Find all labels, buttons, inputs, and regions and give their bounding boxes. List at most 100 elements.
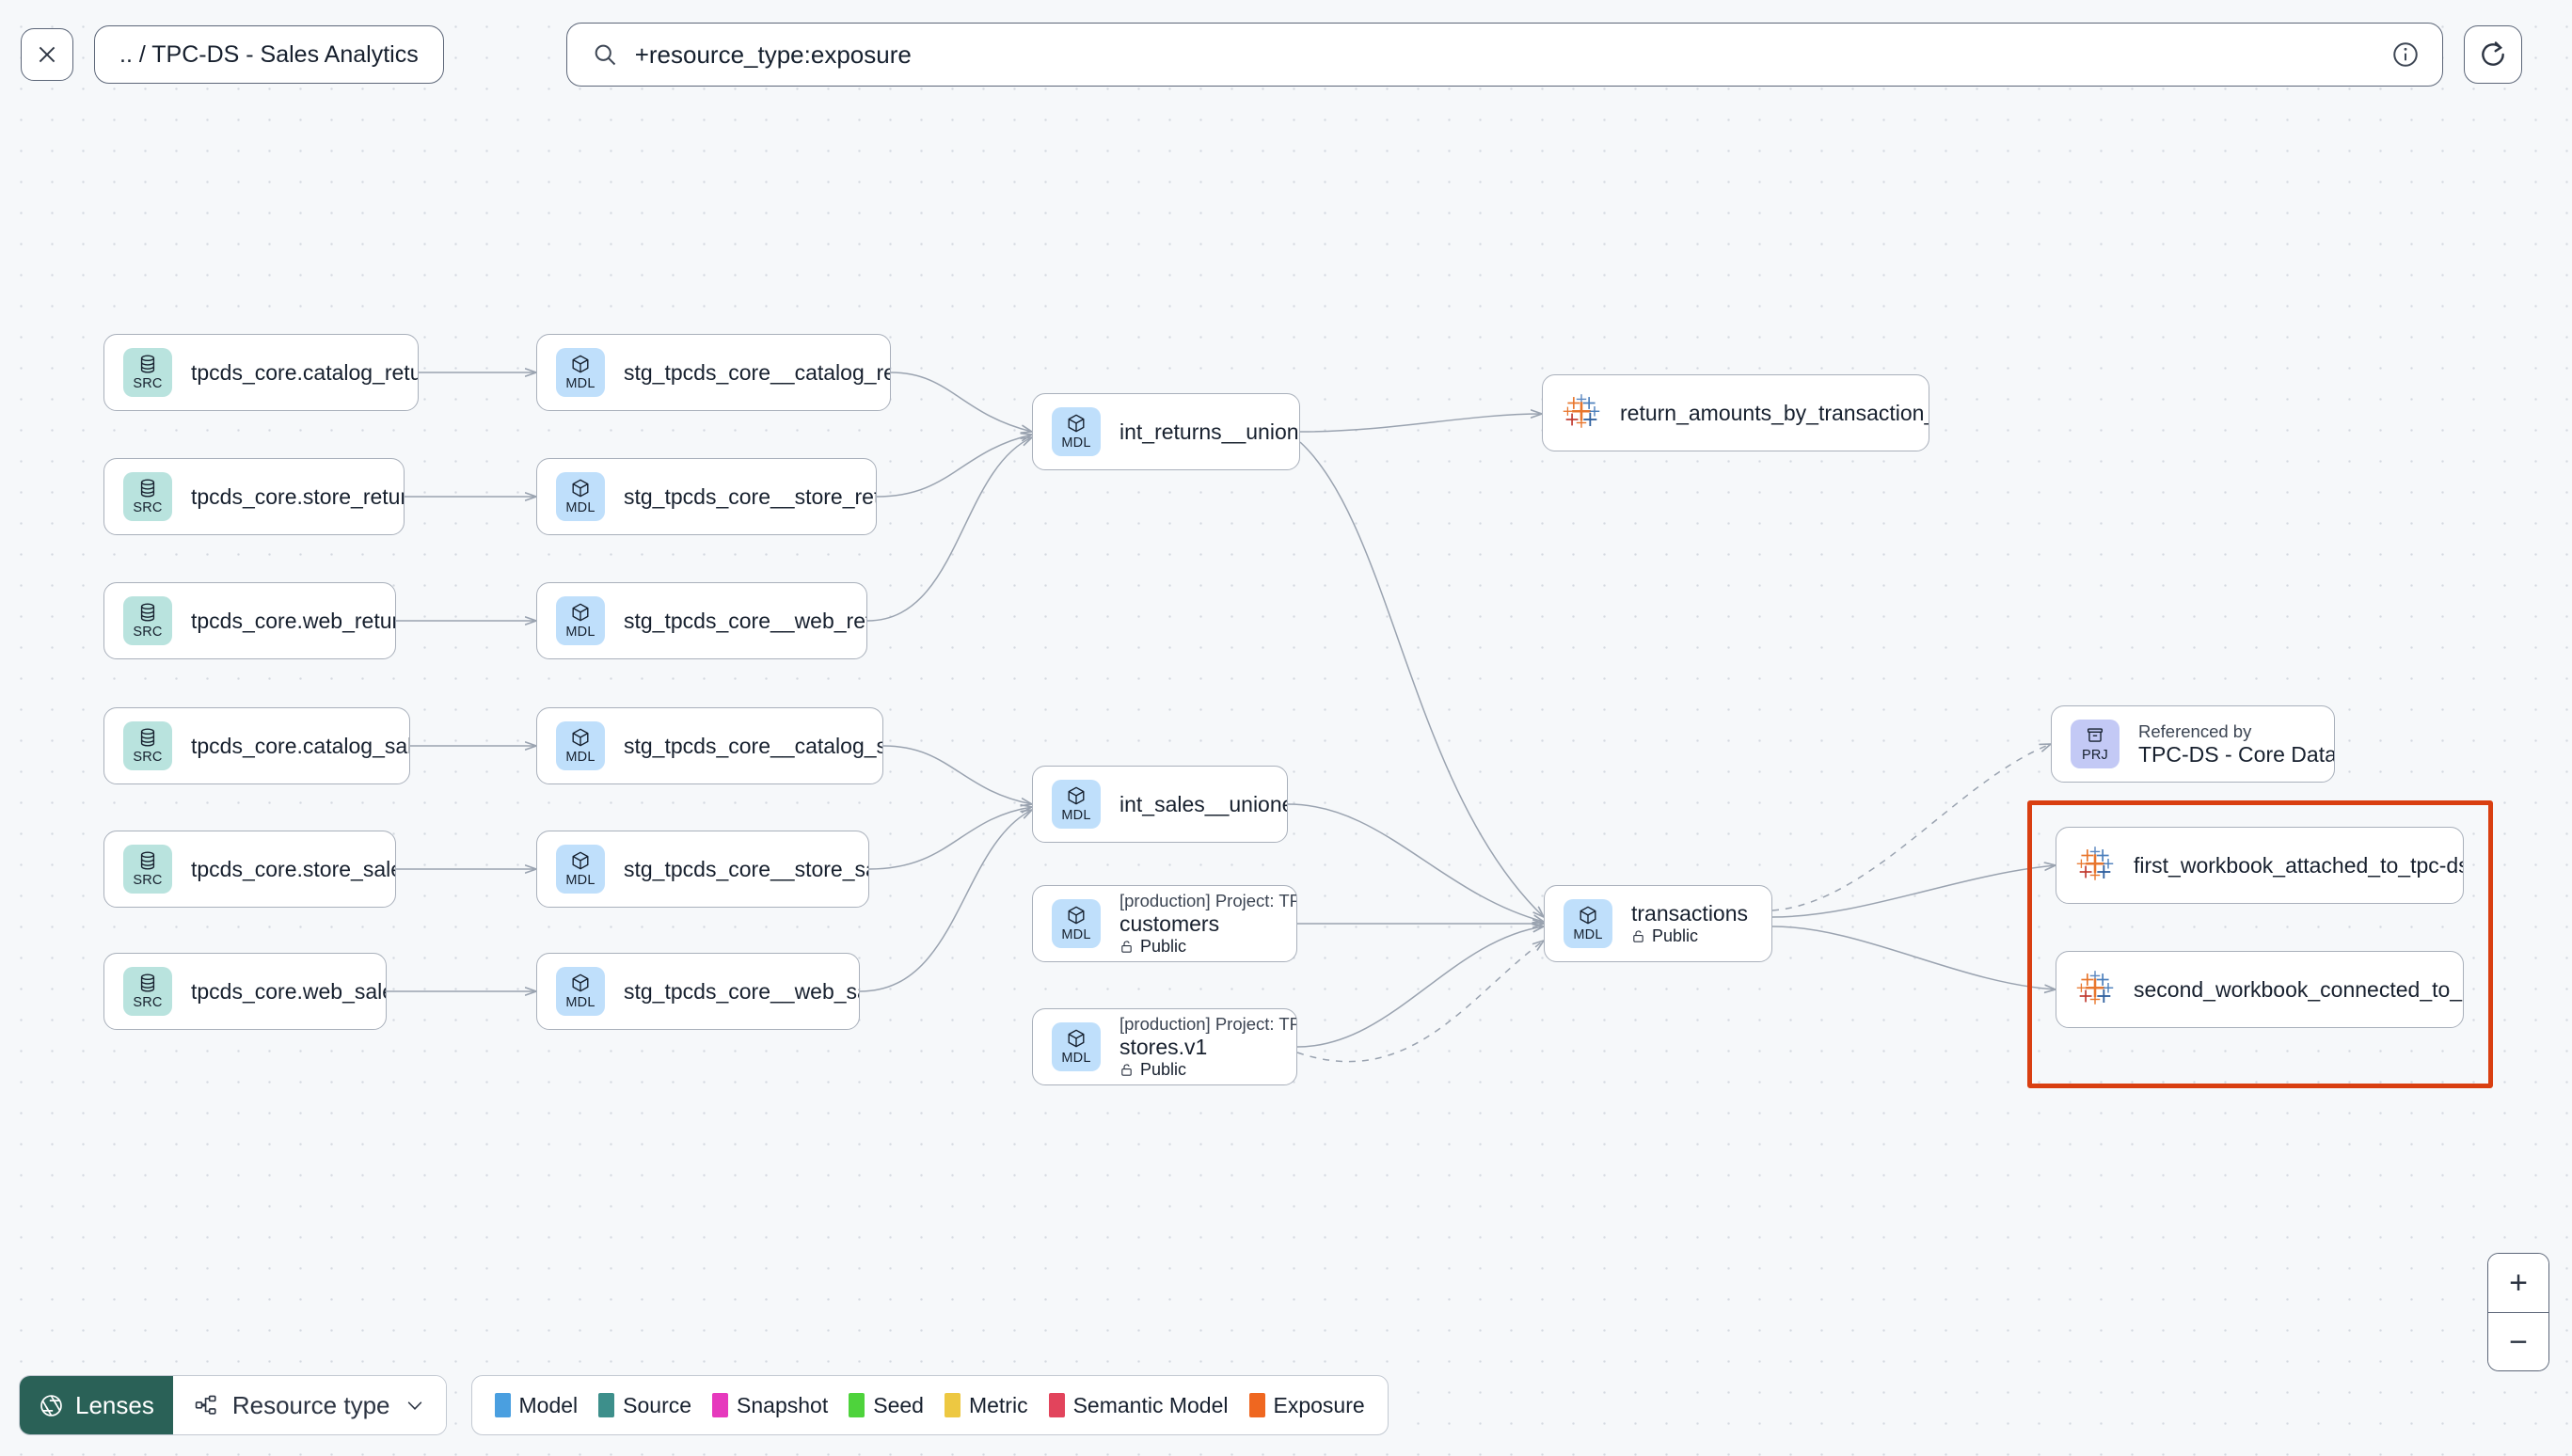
bottom-bar: Lenses Resource type Model — [19, 1375, 1389, 1435]
source-badge: SRC — [123, 845, 172, 894]
legend-label: Model — [518, 1392, 579, 1417]
legend-item-exposure[interactable]: Exposure — [1248, 1392, 1365, 1418]
source-badge: SRC — [123, 967, 172, 1016]
model-badge: MDL — [556, 721, 605, 770]
database-icon — [140, 603, 155, 622]
legend-swatch — [1048, 1393, 1065, 1417]
cube-icon — [572, 973, 589, 992]
archive-box-icon — [2087, 728, 2104, 742]
node-title: tpcds_core.store_sales — [191, 856, 395, 881]
legend-swatch — [598, 1393, 615, 1417]
node-title: stg_tpcds_core__web_returns — [624, 608, 866, 633]
node-visibility: Public — [1119, 937, 1283, 957]
resource-type-dropdown[interactable]: Resource type — [172, 1376, 446, 1434]
cube-icon — [1068, 786, 1085, 805]
database-icon — [140, 973, 155, 992]
node-labels: tpcds_core.web_returns — [191, 609, 395, 634]
lenses-button[interactable]: Lenses — [20, 1376, 173, 1434]
graph-node-stg_web_returns[interactable]: MDL stg_tpcds_core__web_returns — [536, 582, 867, 659]
graph-node-src_web_sales[interactable]: SRC tpcds_core.web_sales — [103, 953, 387, 1030]
node-title: stg_tpcds_core__web_sales — [624, 978, 859, 1004]
legend-item-snapshot[interactable]: Snapshot — [712, 1393, 828, 1418]
unlock-icon — [1633, 930, 1643, 942]
refresh-button[interactable] — [2463, 25, 2522, 84]
legend-item-source[interactable]: Source — [598, 1393, 691, 1418]
nodes-hierarchy-icon — [195, 1395, 216, 1415]
close-button[interactable] — [21, 28, 73, 81]
graph-node-second_workbook[interactable]: second_workbook_connected_to_live… — [2056, 951, 2464, 1028]
legend-item-seed[interactable]: Seed — [849, 1393, 924, 1418]
graph-node-first_workbook[interactable]: first_workbook_attached_to_tpc-ds_-_… — [2056, 827, 2464, 904]
model-badge: MDL — [1052, 407, 1101, 456]
legend-label: Seed — [873, 1392, 924, 1417]
zoom-controls[interactable]: + − — [2487, 1253, 2549, 1371]
legend-label: Source — [623, 1392, 692, 1417]
node-visibility: Public — [1119, 1060, 1283, 1080]
node-labels: tpcds_core.web_sales — [191, 979, 386, 1005]
node-labels: stg_tpcds_core__web_sales — [624, 979, 859, 1005]
legend-label: Exposure — [1273, 1392, 1365, 1417]
cube-icon — [572, 355, 589, 373]
legend-swatch — [1248, 1393, 1265, 1417]
database-icon — [140, 728, 155, 747]
node-labels: tpcds_core.store_returns — [191, 484, 404, 510]
cube-icon — [572, 851, 589, 870]
node-labels: stg_tpcds_core__catalog_returns — [624, 360, 890, 386]
lineage-edge — [890, 372, 1032, 432]
info-circle-icon[interactable] — [2391, 40, 2420, 69]
resource-type-label: Resource type — [231, 1390, 390, 1419]
legend-swatch — [712, 1393, 729, 1417]
graph-node-src_store_sales[interactable]: SRC tpcds_core.store_sales — [103, 831, 396, 908]
graph-node-customers[interactable]: MDL[production] Project: TPC-DS - Core D… — [1032, 885, 1297, 962]
cube-icon — [1068, 1029, 1085, 1048]
model-badge: MDL — [556, 472, 605, 521]
lineage-edge — [876, 435, 1032, 498]
zoom-in-button[interactable]: + — [2488, 1254, 2548, 1312]
lineage-edge — [1287, 803, 1544, 922]
tableau-exposure-icon — [1563, 394, 1600, 428]
graph-node-src_web_returns[interactable]: SRC tpcds_core.web_returns — [103, 582, 396, 659]
search-input[interactable] — [634, 24, 2418, 86]
cube-icon — [1068, 906, 1085, 925]
node-subtitle: Referenced by — [2138, 720, 2252, 741]
source-badge: SRC — [123, 596, 172, 645]
zoom-out-button[interactable]: − — [2488, 1312, 2548, 1370]
breadcrumb[interactable]: .. / TPC-DS - Sales Analytics — [94, 25, 444, 84]
lineage-edge — [1296, 926, 1544, 1048]
database-icon — [140, 851, 155, 870]
graph-node-return_amounts[interactable]: return_amounts_by_transaction_type — [1542, 374, 1929, 451]
unlock-icon — [1121, 1064, 1132, 1076]
graph-node-stg_catalog_sales[interactable]: MDL stg_tpcds_core__catalog_sales — [536, 707, 883, 784]
node-title: stg_tpcds_core__catalog_sales — [624, 733, 882, 758]
chevron-down-icon — [407, 1401, 421, 1410]
node-subtitle: [production] Project: TPC-DS - Core Data… — [1119, 891, 1296, 910]
tableau-exposure-icon — [2076, 971, 2114, 1005]
node-title: tpcds_core.store_returns — [191, 483, 404, 509]
legend-swatch — [944, 1393, 961, 1417]
legend-item-metric[interactable]: Metric — [944, 1392, 1028, 1418]
node-title: int_sales__unioned — [1119, 791, 1287, 816]
legend-item-model[interactable]: Model — [494, 1392, 579, 1418]
node-title: second_workbook_connected_to_live… — [2134, 976, 2463, 1002]
search-bar[interactable] — [565, 23, 2443, 87]
legend-label: Metric — [968, 1392, 1028, 1417]
model-badge: MDL — [556, 596, 605, 645]
graph-node-stores_v1[interactable]: MDL[production] Project: TPC-DS - Core D… — [1032, 1008, 1297, 1085]
legend-item-semantic-model[interactable]: Semantic Model — [1048, 1393, 1229, 1418]
lineage-edge — [1299, 414, 1542, 433]
node-labels: tpcds_core.store_sales — [191, 857, 395, 882]
node-title: return_amounts_by_transaction_type — [1620, 400, 1929, 425]
cube-icon — [572, 603, 589, 622]
